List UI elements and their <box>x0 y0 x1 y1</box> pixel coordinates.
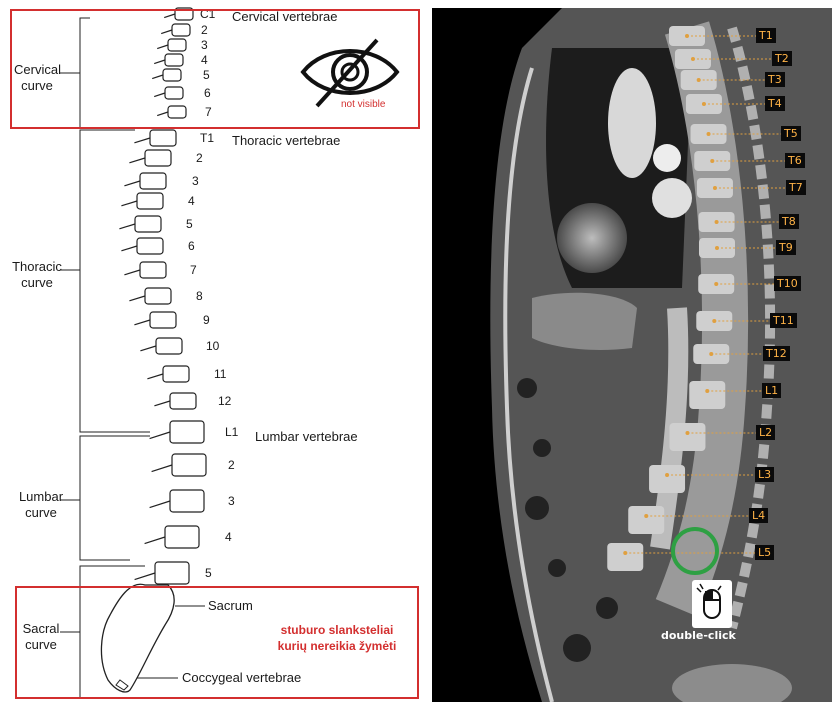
spinous-process <box>134 320 150 325</box>
vertebra-number: 9 <box>203 314 210 326</box>
vertebra-label: T7 <box>786 180 806 195</box>
vertebra-number: 2 <box>196 152 203 164</box>
spinous-process <box>119 224 135 229</box>
vertebra-label: T5 <box>781 126 801 141</box>
vertebra-label: T11 <box>770 313 797 328</box>
spinous-process <box>121 201 137 206</box>
spinous-process <box>129 158 145 163</box>
vertebra-number: 3 <box>192 175 199 187</box>
spine-diagram-panel: Cervical vertebrae Thoracic vertebrae Lu… <box>0 0 428 702</box>
eye-crossed-icon <box>295 36 405 108</box>
vertebra-number: 6 <box>188 240 195 252</box>
vertebra-body <box>155 562 189 584</box>
vertebra-label: T3 <box>765 72 785 87</box>
mouse-double-click-icon <box>692 580 732 628</box>
spinous-process <box>129 296 145 301</box>
vertebra-body <box>145 150 171 166</box>
vertebra-body <box>140 262 166 278</box>
ct-sagittal-image: T1T2T3T4T5T6T7T8T9T10T11T12L1L2L3L4L5 do… <box>432 8 832 702</box>
spinous-process <box>134 138 150 143</box>
vertebra-label: T6 <box>785 153 805 168</box>
vertebra-label: L4 <box>749 508 768 523</box>
vertebra-label: T2 <box>772 51 792 66</box>
vertebra-label: T4 <box>765 96 785 111</box>
spinous-process <box>154 401 170 406</box>
vertebra-number: 10 <box>206 340 219 352</box>
vertebra-number: 12 <box>218 395 231 407</box>
ct-vertebra <box>607 543 643 571</box>
vertebra-label: T8 <box>779 214 799 229</box>
thoracic-vertebrae-label: Thoracic vertebrae <box>232 134 340 148</box>
vertebra-body <box>137 193 163 209</box>
vertebra-body <box>165 526 199 548</box>
spinous-process <box>150 432 170 439</box>
lumbar-vertebrae-label: Lumbar vertebrae <box>255 430 358 444</box>
vertebra-number: 8 <box>196 290 203 302</box>
vertebra-body <box>170 421 204 443</box>
vertebra-number: L1 <box>225 426 238 438</box>
vertebra-number: T1 <box>200 132 214 144</box>
spinous-process <box>135 573 155 580</box>
warning-text: stuburo slanksteliai kurių nereikia žymė… <box>262 622 412 654</box>
vertebra-number: 7 <box>190 264 197 276</box>
vertebra-body <box>156 338 182 354</box>
vertebra-label: T12 <box>763 346 790 361</box>
vertebra-body <box>172 454 206 476</box>
ct-vertebra <box>649 465 685 493</box>
vertebra-label: T10 <box>774 276 801 291</box>
vertebra-number: 4 <box>225 531 232 543</box>
vertebra-label: T1 <box>756 28 776 43</box>
vertebra-body <box>150 130 176 146</box>
vertebra-body <box>137 238 163 254</box>
vertebra-label: L1 <box>762 383 781 398</box>
spinous-process <box>152 465 172 472</box>
vertebra-body <box>150 312 176 328</box>
double-click-label: double-click <box>661 629 736 642</box>
vertebra-number: 2 <box>228 459 235 471</box>
vertebra-body <box>140 173 166 189</box>
vertebra-number: 5 <box>205 567 212 579</box>
vertebra-number: 11 <box>214 368 226 380</box>
vertebra-number: 5 <box>186 218 193 230</box>
vertebra-number: 3 <box>228 495 235 507</box>
spinous-process <box>145 537 165 544</box>
vertebra-number: 4 <box>188 195 195 207</box>
vertebra-body <box>170 393 196 409</box>
spinous-process <box>150 501 170 508</box>
ct-vertebra <box>689 381 725 409</box>
spinous-process <box>124 181 140 186</box>
vertebra-label: L3 <box>755 467 774 482</box>
vertebra-label: T9 <box>776 240 796 255</box>
spinous-process <box>140 346 156 351</box>
spinous-process <box>124 270 140 275</box>
spinous-process <box>121 246 137 251</box>
vertebra-body <box>135 216 161 232</box>
not-visible-label: not visible <box>341 99 385 110</box>
spinous-process <box>147 374 163 379</box>
vertebra-body <box>163 366 189 382</box>
thoracic-bracket <box>80 130 90 432</box>
ct-vertebra <box>669 423 705 451</box>
vertebra-body <box>145 288 171 304</box>
ct-vertebra <box>628 506 664 534</box>
vertebra-label: L2 <box>756 425 775 440</box>
vertebra-body <box>170 490 204 512</box>
vertebra-label: L5 <box>755 545 774 560</box>
lumbar-bracket <box>80 436 90 560</box>
